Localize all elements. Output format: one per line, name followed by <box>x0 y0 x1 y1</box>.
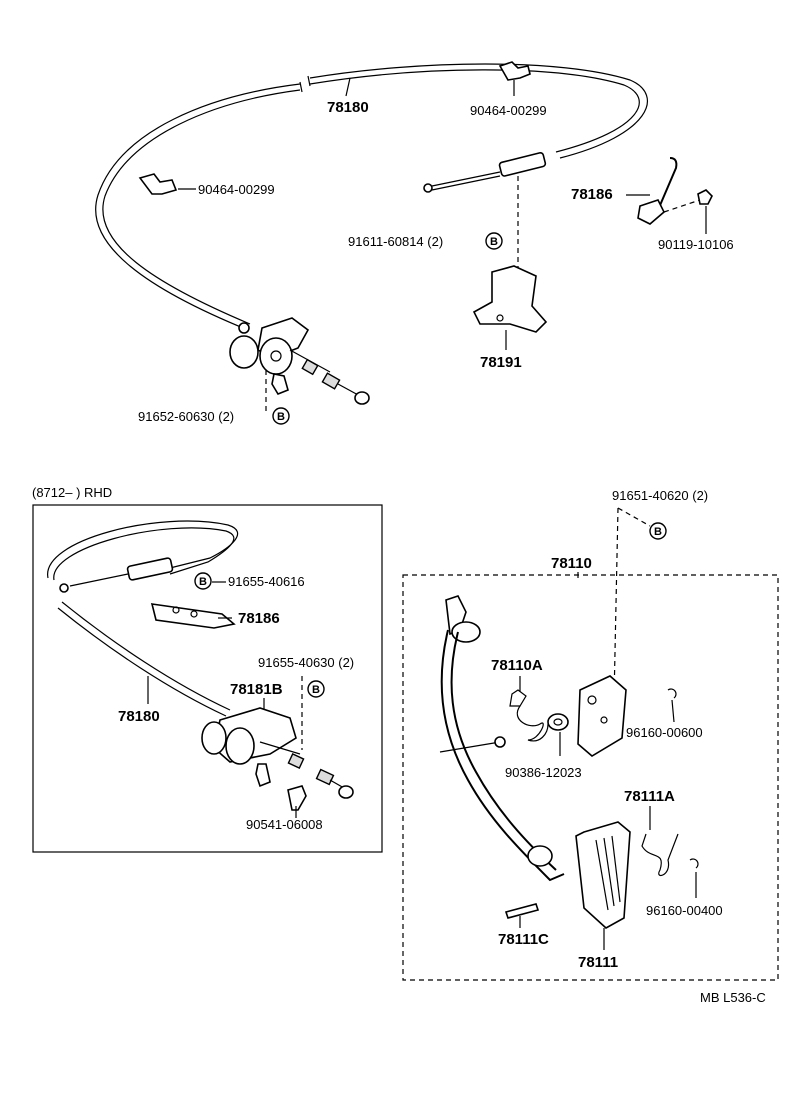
inset-bracket-icon <box>201 707 354 799</box>
rhd-inset-box <box>32 504 383 853</box>
ring-96160a-label: 96160-00600 <box>626 725 703 740</box>
callout-letter: B <box>490 236 498 248</box>
lever-78186-label: 78186 <box>571 186 613 203</box>
ring-96160b-icon <box>689 858 699 869</box>
nut-pedal-label: 91651-40620 (2) <box>612 488 708 503</box>
pad-78111-label: 78111 <box>578 954 618 971</box>
nut-pedal-callout: B <box>649 522 667 540</box>
inset-grommet-icon <box>287 785 307 811</box>
bracket-78191-label: 78191 <box>480 354 522 371</box>
inset-78186-label: 78186 <box>238 610 280 627</box>
pedal-pad-78111-icon <box>575 821 631 929</box>
bushing-90386-icon <box>547 713 569 731</box>
bolt-90119-icon <box>697 189 713 205</box>
svg-text:B: B <box>654 526 662 538</box>
inset-nut1-label: 91655-40616 <box>228 574 305 589</box>
catalog-code: MB L536-C <box>700 990 766 1005</box>
svg-text:B: B <box>277 411 285 423</box>
inset-78181b-label: 78181B <box>230 681 283 698</box>
pedal-arm-icon <box>439 595 565 882</box>
pin-78111c-label: 78111C <box>498 931 549 948</box>
inset-lever-78186-icon <box>150 603 236 629</box>
nut-bracket-callout: B <box>485 232 503 250</box>
inset-nut2-callout: B <box>307 680 325 698</box>
bracket-78191-icon <box>472 265 548 333</box>
inset-header: (8712– ) RHD <box>32 485 112 500</box>
pedal-assy-box <box>402 574 779 981</box>
cable-end-bracket-icon <box>229 317 370 405</box>
spring-78111a-label: 78111A <box>624 788 675 805</box>
pedal-bracket-icon <box>577 675 627 757</box>
nut-lower-label: 91652-60630 (2) <box>138 409 234 424</box>
spring-78110a-icon <box>509 689 549 742</box>
bolt-90119-label: 90119-10106 <box>658 237 734 252</box>
clip-left-icon <box>138 173 178 195</box>
ring-96160b-label: 96160-00400 <box>646 903 723 918</box>
clip-top-label: 90464-00299 <box>470 103 547 118</box>
nut-lower-callout: B <box>272 407 290 425</box>
svg-text:B: B <box>199 576 207 588</box>
inset-cable-icon <box>47 520 239 717</box>
spring-78110a-label: 78110A <box>491 657 543 674</box>
svg-text:B: B <box>312 684 320 696</box>
cable-top-label: 78180 <box>327 99 369 116</box>
main-cable-78180 <box>95 63 648 331</box>
clip-left-label: 90464-00299 <box>198 182 275 197</box>
spring-78111a-icon <box>641 833 679 877</box>
inset-90541-label: 90541-06008 <box>246 817 323 832</box>
inset-nut1-callout: B <box>194 572 212 590</box>
pedal-assy-label: 78110 <box>551 555 592 572</box>
inset-nut2-label: 91655-40630 (2) <box>258 655 354 670</box>
pin-78111c-icon <box>504 903 540 919</box>
bushing-90386-label: 90386-12023 <box>505 765 582 780</box>
clip-top-icon <box>498 61 531 96</box>
inset-78180-label: 78180 <box>118 708 160 725</box>
nut-bracket-label: 91611-60814 (2) <box>348 234 443 249</box>
ring-96160a-icon <box>667 688 677 699</box>
lever-78186-icon <box>637 157 678 225</box>
